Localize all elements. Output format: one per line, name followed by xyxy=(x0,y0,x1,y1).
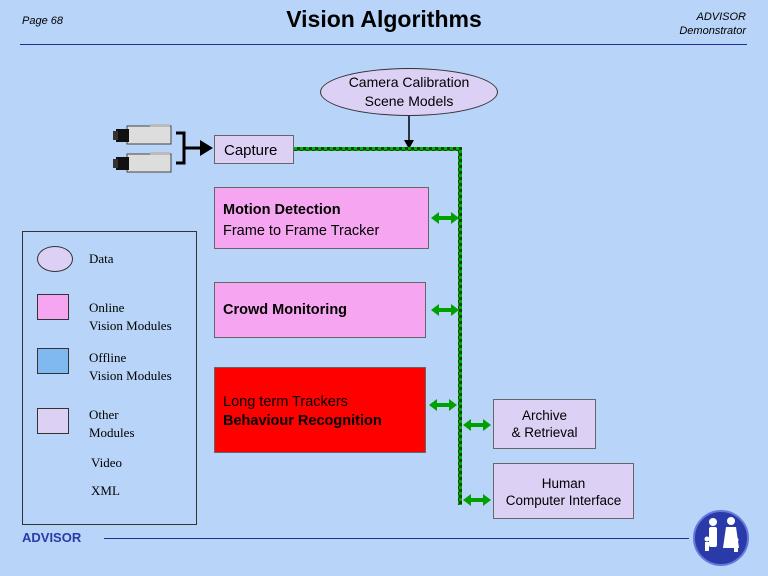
motion-title: Motion Detection xyxy=(223,202,341,218)
legend-offline-line1: Offline xyxy=(89,350,127,365)
video-arrow-capture xyxy=(176,131,213,165)
legend-video-label: Video xyxy=(91,455,122,470)
legend-data-label: Data xyxy=(89,251,114,266)
hci-title: Human xyxy=(541,476,586,491)
legend-online-label: Online Vision Modules xyxy=(89,299,172,335)
legend-offline-label: Offline Vision Modules xyxy=(89,349,172,385)
xml-link-hci xyxy=(463,494,491,506)
legend-online-line1: Online xyxy=(89,300,125,315)
legend-offline-line2: Vision Modules xyxy=(89,368,172,383)
top-divider xyxy=(20,44,747,45)
legend-online-swatch xyxy=(37,294,69,320)
xml-link-archive xyxy=(463,419,491,431)
motion-subtitle: Frame to Frame Tracker xyxy=(223,223,380,239)
trackers-title: Long term Trackers xyxy=(223,394,348,410)
trackers-module: Long term Trackers Behaviour Recognition xyxy=(214,367,426,453)
calibration-arrow xyxy=(404,116,414,149)
hci-module: Human Computer Interface xyxy=(493,463,634,519)
legend-other-line1: Other xyxy=(89,407,119,422)
xml-link-trackers xyxy=(429,399,457,411)
crowd-label: Crowd Monitoring xyxy=(223,302,348,318)
camera-icon xyxy=(113,124,172,145)
legend-offline-swatch xyxy=(37,348,69,374)
calibration-label: Camera Calibration xyxy=(348,74,470,90)
archive-title: Archive xyxy=(521,408,567,423)
legend-online-line2: Vision Modules xyxy=(89,318,172,333)
xml-link-motion xyxy=(431,212,459,224)
crowd-monitoring-module: Crowd Monitoring xyxy=(214,282,426,338)
brand-header: ADVISOR Demonstrator xyxy=(679,10,746,38)
hci-subtitle: Computer Interface xyxy=(505,493,622,508)
legend-other-label: Other Modules xyxy=(89,406,135,442)
behaviour-label: Behaviour Recognition xyxy=(223,413,382,429)
legend-xml-label: XML xyxy=(91,483,120,498)
legend-data-swatch xyxy=(37,246,73,272)
family-logo-icon xyxy=(693,510,749,566)
calibration-data-node: Camera Calibration Scene Models xyxy=(320,68,498,116)
xml-bus xyxy=(294,147,462,505)
brand-name: ADVISOR xyxy=(696,11,746,23)
legend-other-swatch xyxy=(37,408,69,434)
legend-other-line2: Modules xyxy=(89,425,135,440)
xml-link-crowd xyxy=(431,304,459,316)
archive-subtitle: & Retrieval xyxy=(511,425,578,440)
capture-module: Capture xyxy=(214,135,294,164)
camera-icon xyxy=(113,152,172,173)
page-number: Page 68 xyxy=(22,15,63,27)
page-title: Vision Algorithms xyxy=(286,6,482,32)
scene-models-label: Scene Models xyxy=(364,93,454,109)
legend: Data Online Vision Modules Offline Visio… xyxy=(22,231,197,525)
footer-brand: ADVISOR xyxy=(22,530,82,545)
bottom-divider xyxy=(104,538,689,539)
capture-label: Capture xyxy=(224,142,278,159)
motion-detection-module: Motion Detection Frame to Frame Tracker xyxy=(214,187,429,249)
archive-module: Archive & Retrieval xyxy=(493,399,596,449)
brand-subtitle: Demonstrator xyxy=(679,25,746,37)
